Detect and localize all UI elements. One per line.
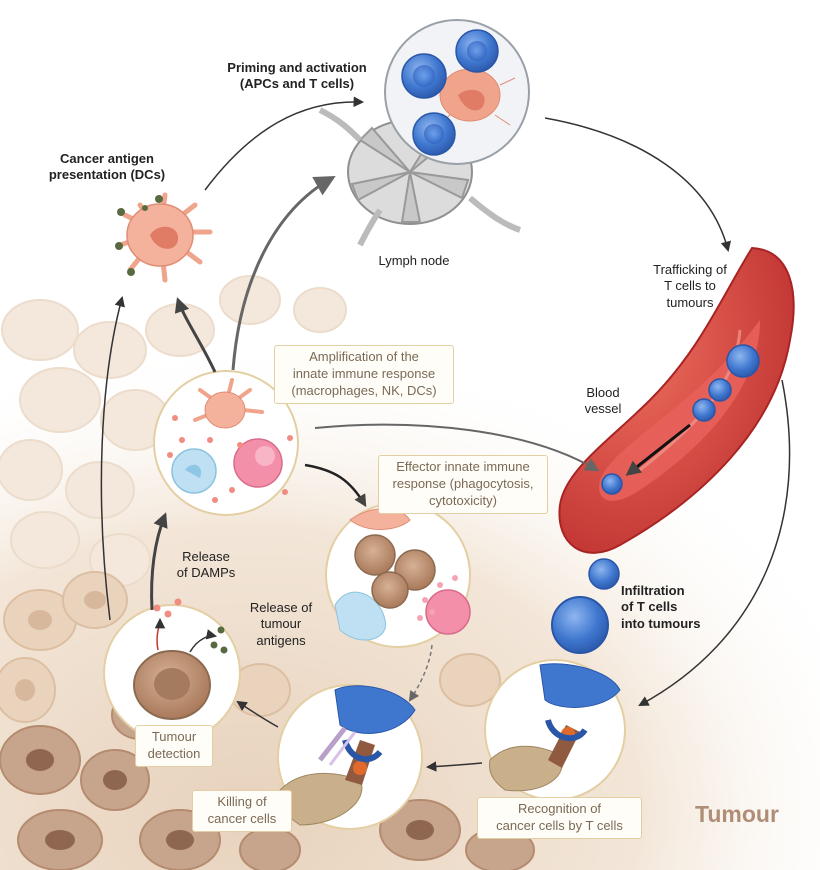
arrow-priming-to-vessel <box>544 117 731 253</box>
arrow-vessel-extravasation <box>625 423 691 476</box>
arrow-amplification-to-effector <box>304 463 367 508</box>
label-tumour: Tumour <box>695 801 779 827</box>
killing-circle <box>277 684 423 830</box>
label-lymph-node: Lymph node <box>378 253 450 268</box>
recognition-circle <box>484 659 626 801</box>
box-recognition: Recognition of cancer cells by T cells <box>477 797 642 839</box>
arrow-amplification-to-vessel <box>314 423 600 472</box>
label-priming: Priming and activation (APCs and T cells… <box>227 60 367 92</box>
arrow-killing-to-detection <box>236 700 279 728</box>
t-cell <box>708 378 732 402</box>
arrow-effector-to-killing <box>408 644 433 702</box>
infiltrating-t-cells <box>551 558 620 654</box>
t-cell <box>692 398 716 422</box>
label-release-tumour-antigens: Release of tumour antigens <box>249 600 313 648</box>
innate-amplification-circle <box>153 370 299 516</box>
arrow-detection-to-dc <box>100 295 125 621</box>
effector-response-circle <box>325 502 471 648</box>
priming-circle <box>384 19 530 165</box>
cycle-arrows <box>100 96 791 772</box>
label-blood-vessel: Blood vessel <box>584 385 622 417</box>
t-cell <box>726 344 760 378</box>
t-cell <box>601 473 623 495</box>
box-amplification: Amplification of the innate immune respo… <box>274 345 454 404</box>
box-killing: Killing of cancer cells <box>192 790 292 832</box>
box-tumour-detection: Tumour detection <box>135 725 213 767</box>
box-effector-response: Effector innate immune response (phagocy… <box>378 455 548 514</box>
label-infiltration: Infiltration of T cells into tumours <box>621 583 701 631</box>
arrow-recognition-to-killing <box>425 761 483 772</box>
arrow-vessel-to-recognition <box>638 379 791 707</box>
arrow-detection-to-amplification <box>150 512 168 611</box>
label-release-damps: Release of DAMPs <box>176 549 236 581</box>
tumour-detection-circle <box>103 598 241 742</box>
arrow-amplification-to-dc <box>174 297 217 373</box>
label-cancer-antigen-presentation: Cancer antigen presentation (DCs) <box>48 151 166 183</box>
label-trafficking: Trafficking of T cells to tumours <box>653 262 727 310</box>
arrow-amplification-to-lymph-node <box>231 175 336 371</box>
t-cells-in-vessel <box>601 344 760 495</box>
arrow-dc-to-priming <box>204 96 365 191</box>
dendritic-cell-illustration <box>115 192 213 283</box>
